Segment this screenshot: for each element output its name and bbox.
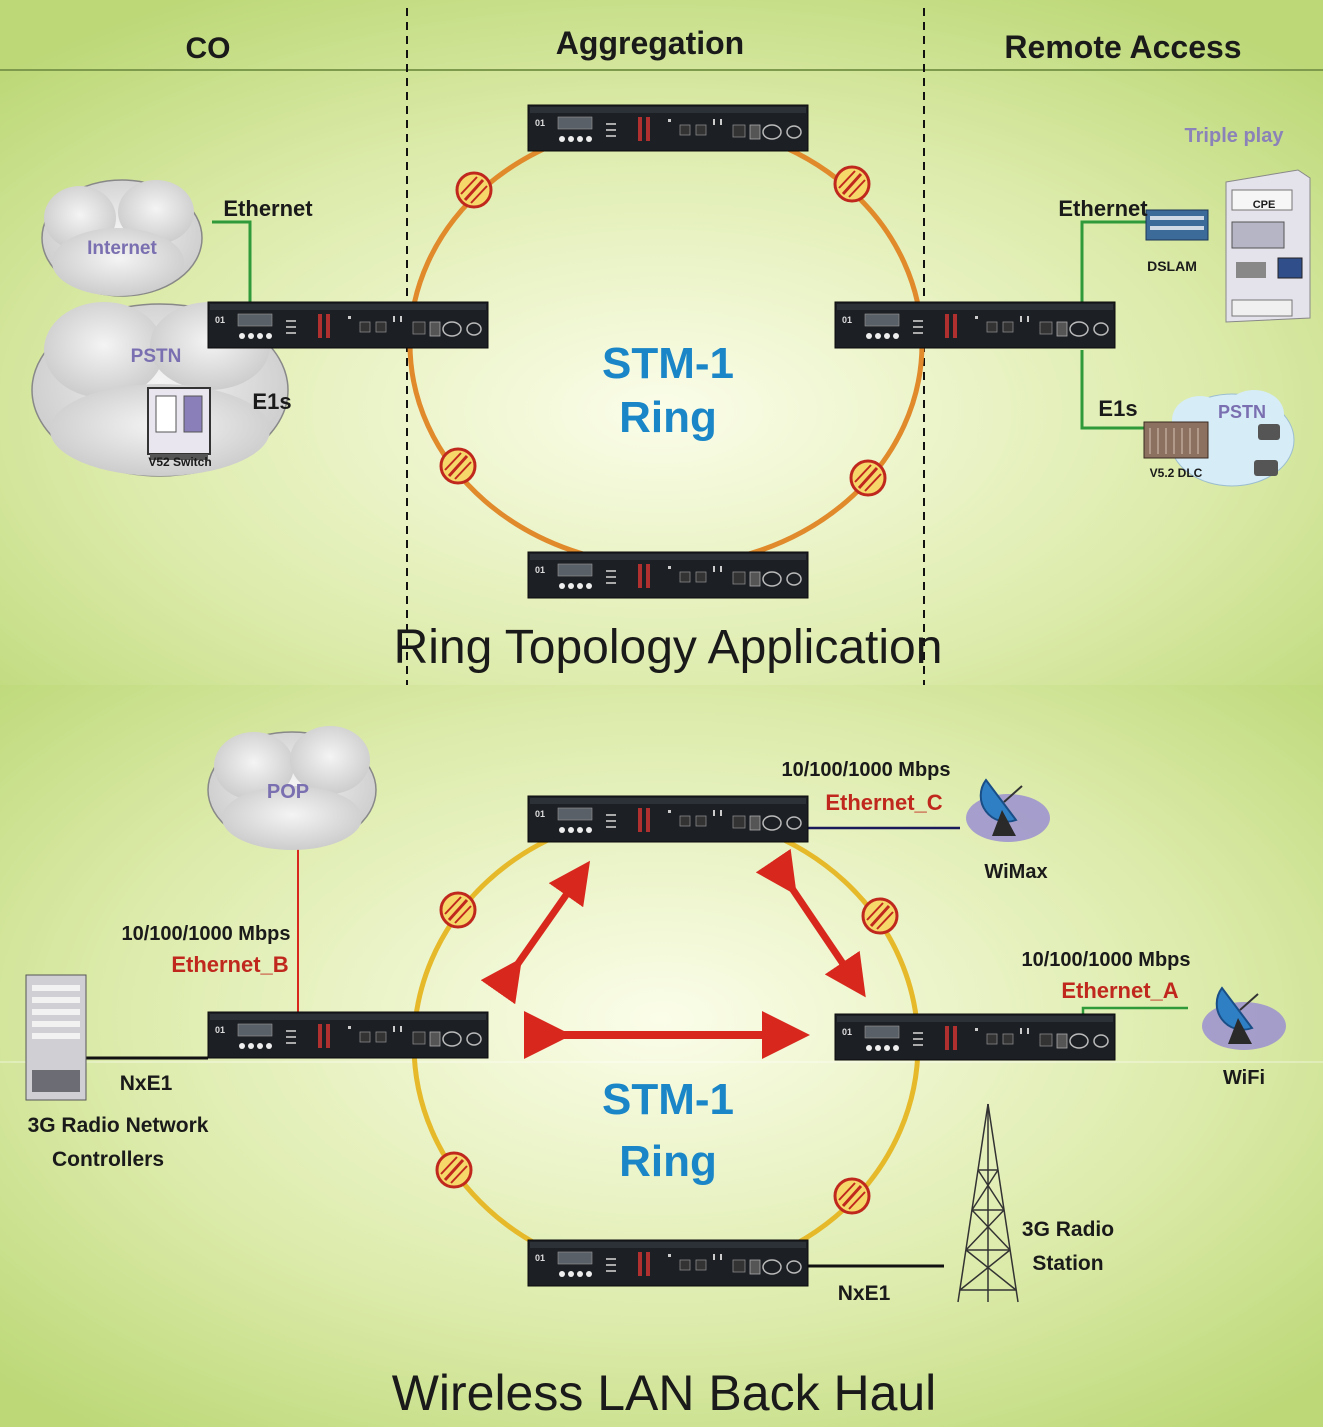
fiber-icon: [833, 165, 871, 203]
v52-dlc-icon: [1143, 421, 1209, 459]
nxe1-label-left: NxE1: [120, 1072, 173, 1095]
ethernet-b-label: Ethernet_B: [171, 952, 288, 977]
rnc-label-line1: 3G Radio Network: [28, 1114, 209, 1137]
triple-play-label: Triple play: [1185, 125, 1285, 147]
e1s-label-right: E1s: [1098, 396, 1137, 421]
ring-top-line2: Ring: [619, 393, 717, 442]
device-bh-top: [527, 795, 809, 843]
device-bh-bottom: [527, 1239, 809, 1287]
wifi-label: WiFi: [1223, 1067, 1265, 1089]
rnc-label-line2: Controllers: [52, 1148, 164, 1171]
pstn-label-right: PSTN: [1218, 402, 1266, 422]
rnc-icon: [25, 974, 87, 1101]
speed-a-label: 10/100/1000 Mbps: [1022, 949, 1191, 971]
fiber-icon: [455, 171, 493, 209]
cpe-label: CPE: [1253, 199, 1276, 211]
e1s-label-left: E1s: [252, 389, 291, 414]
ring-bottom-line1: STM-1: [602, 1075, 734, 1124]
device-bottom: [527, 551, 809, 599]
v52-dlc-label: V5.2 DLC: [1150, 466, 1203, 480]
fiber-icon: [439, 891, 477, 929]
phone-icon: [1254, 424, 1280, 476]
ethernet-link-right: [1080, 220, 1148, 303]
fiber-icon: [861, 897, 899, 935]
pop-label: POP: [267, 781, 309, 803]
arrow-right-top: [755, 848, 866, 998]
ring-top-line1: STM-1: [602, 339, 734, 388]
fiber-icon: [439, 447, 477, 485]
cpe-icon: [1225, 169, 1311, 323]
header-aggregation: Aggregation: [556, 25, 744, 61]
ethernet-a-link: [1081, 1006, 1188, 1016]
device-left: [207, 301, 489, 349]
header-remote-access: Remote Access: [1004, 29, 1241, 65]
fiber-icon: [833, 1177, 871, 1215]
device-bh-left: [207, 1011, 489, 1059]
radio-tower-icon: [957, 1103, 1019, 1303]
ethernet-a-label: Ethernet_A: [1061, 978, 1178, 1003]
internet-label: Internet: [87, 238, 157, 259]
ethernet-c-label: Ethernet_C: [825, 790, 942, 815]
internet-cloud: [41, 179, 203, 297]
radio-station-line1: 3G Radio: [1022, 1218, 1114, 1241]
nxe1-label-bottom: NxE1: [838, 1282, 891, 1305]
ethernet-label-right: Ethernet: [1058, 196, 1148, 221]
pstn-label-left: PSTN: [131, 346, 182, 367]
radio-station-line2: Station: [1032, 1252, 1103, 1275]
wimax-label: WiMax: [984, 861, 1047, 883]
pop-cloud: [207, 726, 377, 850]
device-bh-right: [834, 1013, 1116, 1061]
v52-switch-label: V52 Switch: [148, 455, 211, 469]
device-right: [834, 301, 1116, 349]
fiber-icon: [435, 1151, 473, 1189]
fiber-icon: [849, 459, 887, 497]
backhaul-title: Wireless LAN Back Haul: [392, 1365, 937, 1421]
speed-b-label: 10/100/1000 Mbps: [122, 923, 291, 945]
dslam-icon: [1145, 209, 1209, 241]
ring-bottom-line2: Ring: [619, 1137, 717, 1186]
ethernet-label-left: Ethernet: [223, 196, 313, 221]
ethernet-link-left: [212, 220, 252, 305]
speed-c-label: 10/100/1000 Mbps: [782, 759, 951, 781]
e1-link-right: [1080, 350, 1148, 430]
device-top: [527, 104, 809, 152]
dslam-label: DSLAM: [1147, 258, 1197, 274]
ring-topology-title: Ring Topology Application: [394, 621, 943, 674]
header-co: CO: [186, 32, 231, 65]
v52-switch-icon: [147, 387, 211, 460]
arrow-left-top: [480, 860, 591, 1005]
